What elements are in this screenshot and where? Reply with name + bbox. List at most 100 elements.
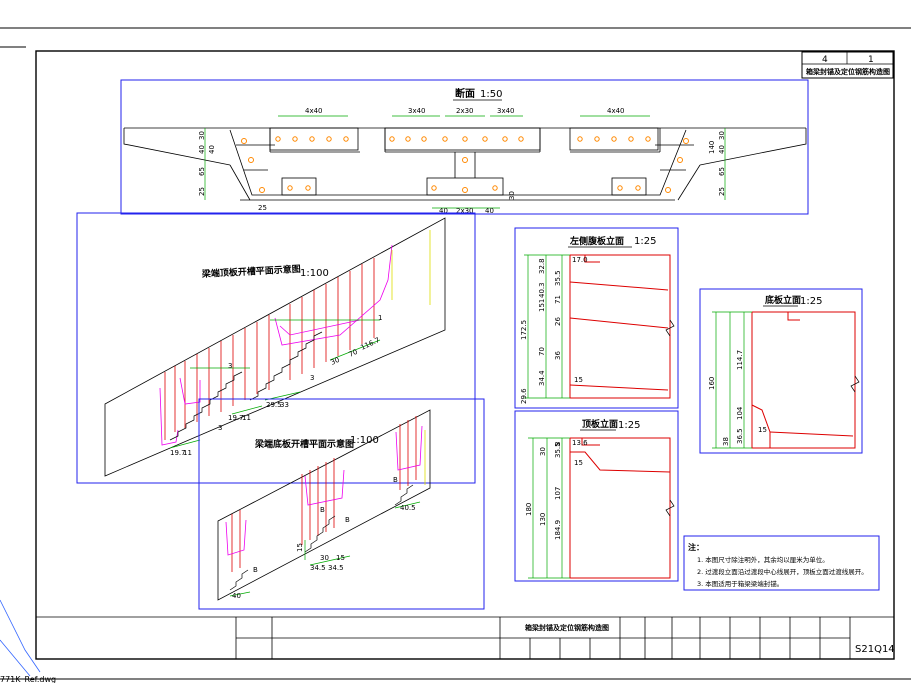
lw-inner-1: 17.0 (572, 256, 588, 264)
dim-top-2: 3x40 (408, 107, 426, 115)
bottom-slab-title: 底板立面 (765, 294, 801, 306)
lw-inner-2: 15 (574, 376, 583, 384)
left-web-frame (514, 227, 679, 409)
left-web-labels: 32.8 40.3 26 70 34.4 29.6 172.5 151 35.5… (520, 256, 588, 404)
bp-label-2: B (345, 516, 350, 524)
lw-outer-5: 34.4 (538, 370, 546, 386)
tp-label-11: 116.7 (359, 336, 381, 352)
dim-top-3: 2x30 (456, 107, 474, 115)
xref-fragment-2 (0, 639, 31, 677)
header-title-block: 4 1 箱梁封锚及定位钢筋构造图 (801, 51, 894, 79)
lw-mid-2: 151 (538, 299, 546, 312)
ts-inner-2: 15 (574, 459, 583, 467)
dim-bottom-4: 25 (258, 204, 267, 212)
dim-left-2: 40 (198, 145, 206, 154)
bp-label-1: B (253, 566, 258, 574)
bp-label-8: 30 (320, 554, 329, 562)
ts-outer-2: 35.5 (554, 442, 562, 458)
lw-outer-2: 40.3 (538, 282, 546, 298)
page-number: 4 (822, 55, 828, 65)
top-slab-breakline (665, 499, 675, 517)
bottom-slab-outline (751, 311, 856, 449)
dim-right-5: 25 (718, 187, 726, 196)
bp-label-11: 40.5 (400, 504, 416, 512)
bottom-slab-scale: 1:25 (800, 296, 822, 307)
dim-right-2: 40 (718, 145, 726, 154)
tp-label-8: 33 (280, 401, 289, 409)
section-title: 断面 (455, 87, 475, 100)
bottom-plan-dims (229, 501, 421, 597)
tp-label-12: 1 (378, 314, 382, 322)
bs-outer-1: 160 (708, 377, 716, 390)
top-plan-dims (169, 319, 381, 449)
bs-mid-1: 114.7 (736, 350, 744, 370)
bottom-plan-frame (198, 398, 485, 610)
dim-right-4: 65 (718, 167, 726, 176)
dim-top-5: 4x40 (607, 107, 625, 115)
dim-bottom-3: 40 (485, 207, 494, 215)
anchor-markers (241, 136, 689, 193)
left-web-title: 左侧腹板立面 (569, 235, 624, 247)
xref-fragment (0, 599, 41, 673)
bottom-slab-labels: 160 38 114.7 104 36.5 15 (708, 350, 767, 446)
tp-label-13: 3 (228, 362, 232, 370)
lw-mid-5: 36 (554, 351, 562, 360)
lw-outer-6: 29.6 (520, 388, 528, 404)
footer-title: 箱梁封锚及定位钢筋构造图 (525, 623, 609, 632)
dim-bottom-2: 2x30 (456, 207, 474, 215)
ts-outer-1: 30 (539, 447, 547, 456)
bottom-plan-title: 梁端底板开槽平面示意图 (254, 438, 354, 450)
top-plan-steps (169, 331, 323, 441)
top-slab-labels: 30 35.5 8 180 130 107 184.9 13.6 15 (525, 439, 588, 540)
dim-left-3: 40 (208, 145, 216, 154)
tp-label-7: 29.5 (266, 401, 282, 409)
box-girder-section (123, 127, 807, 201)
left-web-breakline (665, 319, 675, 337)
section-dimensions (204, 115, 726, 209)
bottom-plan-steps (229, 484, 414, 591)
bottom-slab-breakline (850, 375, 860, 393)
ts-mid-2: 130 (539, 513, 547, 526)
top-plan-rebars (164, 258, 375, 440)
left-web-outline (569, 254, 671, 399)
dim-right-1: 30 (718, 131, 726, 140)
top-plan-cutout (159, 244, 393, 446)
file-name-label: 771K_Ref.dwg (0, 675, 56, 683)
top-slab-title: 顶板立面 (582, 418, 618, 430)
top-plan-title: 梁端顶板开槽平面示意图 (201, 263, 302, 280)
notes-line-3: 3. 本图适用于箱梁梁端封锚。 (697, 579, 783, 588)
tp-label-4: 11 (242, 414, 251, 422)
header-title: 箱梁封锚及定位钢筋构造图 (806, 67, 890, 76)
bottom-slab-dims (712, 311, 752, 449)
dim-bottom-5: 30 (508, 191, 516, 200)
bottom-plan-outline (217, 409, 431, 601)
bottom-plan-scale: 1:100 (350, 435, 379, 446)
bp-label-10: 40 (232, 592, 241, 600)
top-slab-outline (569, 437, 671, 579)
top-plan-scale: 1:100 (300, 268, 329, 279)
dim-left-5: 25 (198, 187, 206, 196)
section-view-frame (120, 79, 809, 215)
top-plan-frame (76, 212, 476, 484)
title-block (36, 616, 894, 659)
dim-bottom-1: 40 (439, 207, 448, 215)
tp-label-10: 70 (347, 348, 358, 359)
tp-label-6: 11 (183, 449, 192, 457)
bp-label-4: B (320, 506, 325, 514)
lw-outer-1: 32.8 (538, 258, 546, 274)
bottom-plan-cutout (225, 425, 423, 556)
top-slab-scale: 1:25 (618, 420, 640, 431)
dim-left-4: 65 (198, 167, 206, 176)
top-plan-yellow (391, 230, 431, 305)
lw-outer-4: 70 (538, 347, 546, 356)
bp-label-5: 34.5 (310, 564, 326, 572)
top-slab-dims (528, 437, 570, 579)
bp-label-9: 15 (336, 554, 345, 562)
ts-inner-1: 13.6 (572, 439, 588, 447)
ts-mid-4: 184.9 (554, 520, 562, 540)
notes-line-1: 1. 本图尺寸除注明外，其余均以厘米为单位。 (697, 555, 829, 564)
dim-left-1: 30 (198, 131, 206, 140)
top-plan-outline (104, 217, 446, 477)
drawing-number: S21Q14 (855, 644, 895, 655)
ts-mid-3: 107 (554, 487, 562, 500)
